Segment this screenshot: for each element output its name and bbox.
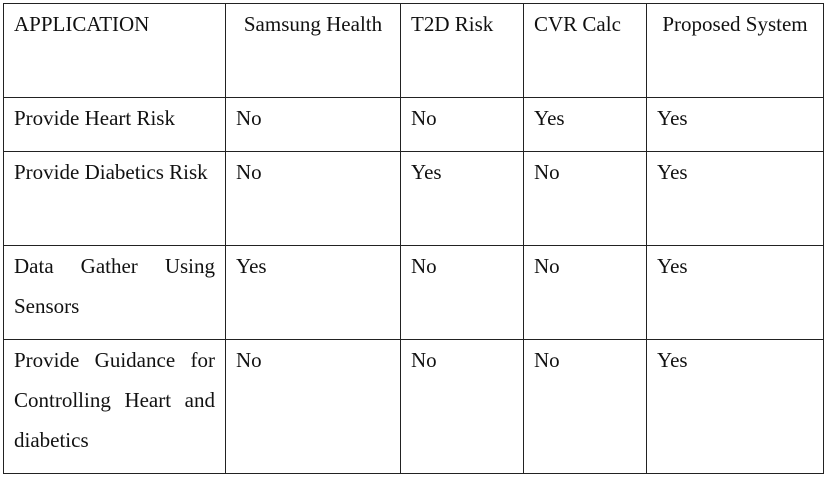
- table-cell: No: [225, 151, 401, 246]
- table-cell: Yes: [225, 245, 401, 340]
- header-cell-proposed-system: Proposed System: [646, 3, 824, 98]
- table-cell: No: [400, 97, 524, 152]
- table-cell: Yes: [646, 97, 824, 152]
- row-label-cell: Provide Guidance for Controlling Heart a…: [3, 339, 226, 474]
- comparison-table: APPLICATION Samsung Health T2D Risk CVR …: [3, 3, 824, 474]
- table-row: Data Gather Using Sensors Yes No No Yes: [3, 245, 824, 340]
- table-cell: No: [523, 339, 647, 474]
- header-cell-application: APPLICATION: [3, 3, 226, 98]
- header-cell-cvr-calc: CVR Calc: [523, 3, 647, 98]
- table-row: Provide Heart Risk No No Yes Yes: [3, 97, 824, 152]
- table-row: Provide Guidance for Controlling Heart a…: [3, 339, 824, 474]
- table-cell: No: [400, 339, 524, 474]
- table-cell: No: [225, 97, 401, 152]
- table-row: Provide Diabetics Risk No Yes No Yes: [3, 151, 824, 246]
- table-cell: Yes: [646, 151, 824, 246]
- table-cell: No: [523, 245, 647, 340]
- table-cell: Yes: [523, 97, 647, 152]
- header-cell-t2d-risk: T2D Risk: [400, 3, 524, 98]
- table-cell: No: [523, 151, 647, 246]
- row-label-cell: Provide Heart Risk: [3, 97, 226, 152]
- table-cell: No: [400, 245, 524, 340]
- row-label-cell: Provide Diabetics Risk: [3, 151, 226, 246]
- table-header-row: APPLICATION Samsung Health T2D Risk CVR …: [3, 3, 824, 98]
- table-cell: Yes: [646, 245, 824, 340]
- table-cell: Yes: [400, 151, 524, 246]
- table-cell: Yes: [646, 339, 824, 474]
- row-label-cell: Data Gather Using Sensors: [3, 245, 226, 340]
- header-cell-samsung-health: Samsung Health: [225, 3, 401, 98]
- table-cell: No: [225, 339, 401, 474]
